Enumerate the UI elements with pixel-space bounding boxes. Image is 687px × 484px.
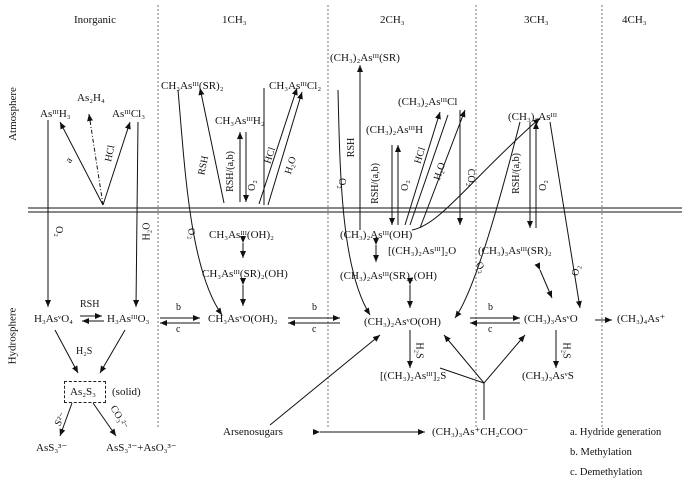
species-arsenate: H₃AsᵛO₄ [34,313,74,325]
species-arsine: AsᴵᴵᴵH₃ [40,108,71,120]
species-ch3as-sr2oh: CH₃Asᴵᴵᴵ(SR)₂(OH) [202,268,288,280]
label-o2-inorganic: O₂ [52,226,64,237]
label-o2-2ch3: O₂ [335,178,347,189]
atmosphere-hydrosphere-boundary [28,207,682,213]
species-tmao: (CH₃)₃AsᵛO [524,313,578,325]
column-header-2ch3: 2CH₃ [380,14,405,26]
label-c-1ch3: c [312,324,317,335]
legend-demethylation: c. Demethylation [570,467,643,478]
species-diarsine: As₂H₄ [77,92,105,104]
label-rsh-inorganic: RSH [80,299,100,310]
legend-methylation: b. Methylation [570,447,632,458]
species-arsenosugars: Arsenosugars [223,426,283,438]
label-o2-3ch3: O₂ [537,180,549,191]
zone-label-atmosphere: Atmosphere [6,87,19,141]
species-dma: (CH₃)₂AsᵛO(OH) [364,316,441,328]
species-ch3as-h2: CH₃AsᴵᴵᴵH₂ [215,115,265,127]
label-o2-2ch3-b: O₂ [399,180,411,191]
species-me2as-h: (CH₃)₂AsᴵᴵᴵH [366,124,424,136]
species-solid-label: (solid) [112,386,141,398]
species-arsenobetaine: (CH₃)₃As⁺CH₂COO⁻ [432,426,529,438]
species-ch3as-oh2: CH₃Asᴵᴵᴵ(OH)₂ [209,229,274,241]
species-me3as: (CH₃)₃Asᴵᴵᴵ [508,111,558,123]
species-as2s3: As₂S₃ [70,386,97,398]
label-h2s-3ch3: H₂S [560,342,572,359]
label-o2-3ch3-c: O₂ [570,264,583,277]
label-c-2ch3: c [488,324,493,335]
column-header-1ch3: 1CH₃ [222,14,247,26]
label-rsh-ab-1ch3: RSH/(a,b) [224,151,236,192]
species-ch3as-sr2: CH₃Asᴵᴵᴵ(SR)₂ [161,80,224,92]
species-me2as-oh: (CH₃)₂Asᴵᴵᴵ(OH) [340,229,413,241]
label-b-1ch3: b [312,302,317,313]
label-h2o-inorganic: H₂O [141,222,153,241]
species-me2as2s: [(CH₃)₂Asᴵᴵᴵ]₂S [380,370,447,382]
zone-label-hydrosphere: Hydrosphere [6,307,19,365]
column-header-3ch3: 3CH₃ [524,14,549,26]
species-tetramethylarsonium: (CH₃)₄As⁺ [617,313,666,325]
species-me3as-s: (CH₃)₃AsᵛS [522,370,574,382]
column-header-inorganic: Inorganic [74,14,116,26]
species-mma: CH₃AsᵛO(OH)₂ [208,313,278,325]
label-c-inorganic: c [176,324,181,335]
arrows [45,65,612,437]
label-b-inorganic: b [176,302,181,313]
species-thioarsenite: AsS₃³⁻ [36,442,68,454]
label-h2s-2ch3: H₂S [413,342,425,359]
species-me3as-sr2: (CH₃)₃Asᴵᴵᴵ(SR)₂ [478,245,552,257]
species-ch3as-cl2: CH₃AsᴵᴵᴵCl₂ [269,80,322,92]
label-rsh-ab-2ch3: RSH/(a,b) [369,163,381,204]
label-o2-1ch3-b: O₂ [246,180,258,191]
label-b-2ch3: b [488,302,493,313]
species-me2as-sr: (CH₃)₂Asᴵᴵᴵ(SR) [330,52,400,64]
label-h2s-inorganic: H₂S [76,346,93,357]
species-arsenite: H₃AsᴵᴵᴵO₃ [107,313,150,325]
label-co2-2ch3: CO₂ [465,168,477,187]
label-rsh-ab-3ch3: RSH/(a,b) [510,153,522,194]
label-o2-1ch3: O₂ [184,227,198,240]
species-me2as-cl: (CH₃)₂AsᴵᴵᴵCl [398,96,458,108]
species-me2as2o: [(CH₃)₂Asᴵᴵᴵ]₂O [388,245,457,257]
species-thioarsenite-arsenite: AsS₃³⁻+AsO₃³⁻ [106,442,177,454]
species-me2as-sr2oh: (CH₃)₂Asᴵᴵᴵ(SR)₂(OH) [340,270,437,282]
column-header-4ch3: 4CH₃ [622,14,647,26]
legend-hydride-generation: a. Hydride generation [570,427,662,438]
label-rsh-2ch3: RSH [346,137,358,158]
as2s3-box [64,381,106,403]
species-arsenic-trichloride: AsᴵᴵᴵCl₃ [112,108,146,120]
column-dividers [157,5,603,428]
